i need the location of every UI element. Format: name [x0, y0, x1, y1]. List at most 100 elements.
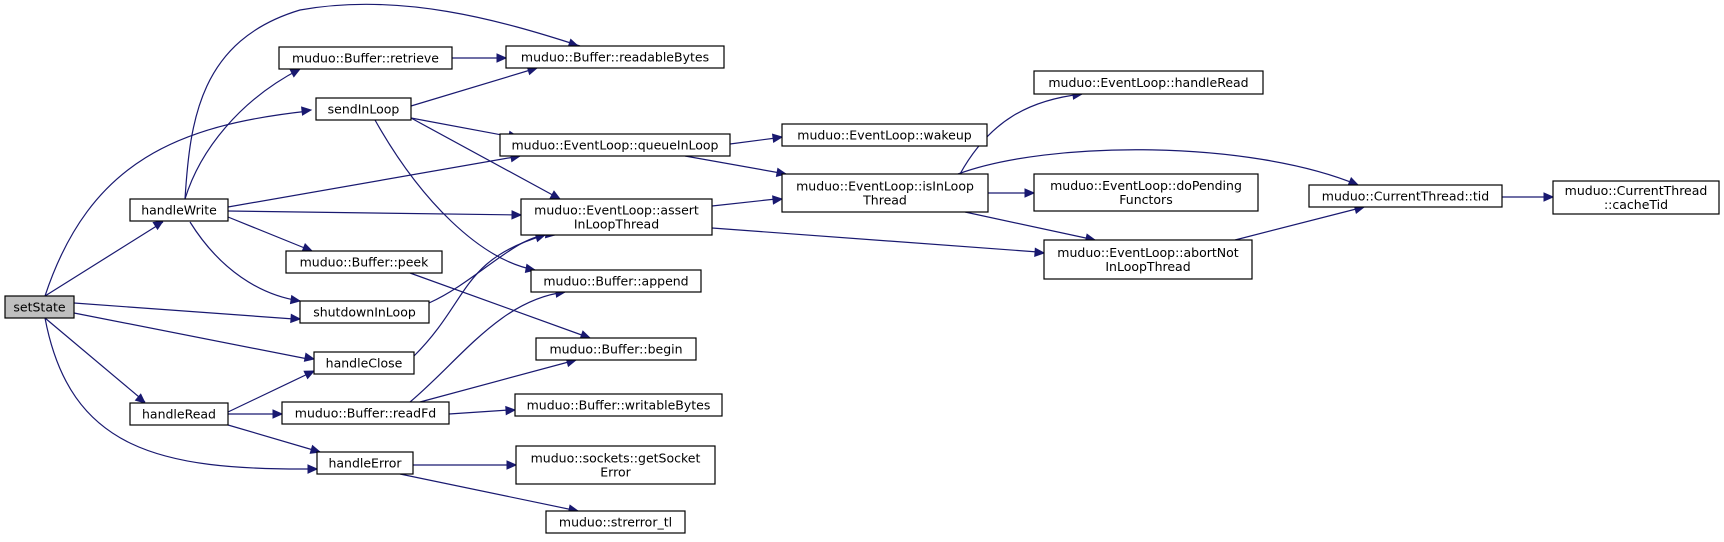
edge-handleError-to-getSocketError [413, 460, 518, 470]
node-append[interactable]: muduo::Buffer::append [530, 269, 702, 293]
node-label: Error [600, 465, 631, 480]
edge-handleRead-to-handleClose [227, 370, 316, 413]
edge-line [957, 149, 1359, 186]
edge-line [959, 93, 1083, 175]
arrow-head [134, 393, 146, 404]
edge-line [413, 234, 546, 357]
edge-setState-to-handleWrite [44, 106, 313, 297]
node-box [520, 198, 713, 236]
edge-sendInLoop-to-assertInLoopThread [410, 117, 562, 200]
node-label: muduo::Buffer::begin [549, 342, 682, 357]
edge-line [184, 3, 581, 200]
edge-setState-to-handleError [44, 317, 319, 474]
node-label: Functors [1119, 192, 1172, 207]
node-peek[interactable]: muduo::Buffer::peek [285, 250, 443, 274]
arrow-head [496, 53, 508, 63]
node-handleRead[interactable]: handleRead [129, 402, 229, 426]
edge-line [419, 359, 577, 403]
node-label: InLoopThread [1105, 259, 1190, 274]
node-retrieve[interactable]: muduo::Buffer::retrieve [278, 46, 453, 70]
edge-handleWrite-to-shutdownInLoop [189, 221, 302, 305]
node-box [285, 250, 443, 274]
edge-tid-to-cacheTid [1502, 192, 1555, 202]
edge-line [399, 473, 579, 512]
node-label: muduo::EventLoop::wakeup [797, 128, 972, 143]
node-label: InLoopThread [574, 217, 659, 232]
arrow-head [152, 220, 165, 231]
node-readFd[interactable]: muduo::Buffer::readFd [281, 401, 450, 425]
edge-handleClose-to-assertInLoopThread [413, 233, 547, 357]
node-tid[interactable]: muduo::CurrentThread::tid [1308, 184, 1503, 208]
edge-line [44, 110, 310, 297]
arrow-head [511, 210, 523, 220]
edge-queueInLoop-to-isInLoopThread [684, 155, 788, 178]
node-begin[interactable]: muduo::Buffer::begin [535, 337, 697, 361]
node-strerror_tl[interactable]: muduo::strerror_tl [545, 510, 686, 534]
edge-line [711, 198, 777, 207]
node-handleWrite[interactable]: handleWrite [129, 198, 229, 222]
node-box [530, 269, 702, 293]
node-label: muduo::EventLoop::queueInLoop [512, 138, 719, 153]
node-queueInLoop[interactable]: muduo::EventLoop::queueInLoop [499, 133, 731, 157]
node-label: muduo::CurrentThread::tid [1322, 189, 1489, 204]
node-label: muduo::Buffer::writableBytes [527, 398, 711, 413]
node-label: setState [13, 300, 66, 315]
node-label: handleRead [142, 407, 216, 422]
edge-handleWrite-to-queueInLoop [227, 152, 522, 208]
edges-layer [44, 3, 1555, 514]
arrow-head [506, 460, 518, 470]
edge-line [410, 117, 561, 200]
edge-handleWrite-to-assertInLoopThread [227, 210, 523, 220]
node-label: muduo::Buffer::retrieve [292, 51, 439, 66]
node-wakeup[interactable]: muduo::EventLoop::wakeup [781, 123, 988, 147]
node-box [514, 393, 723, 417]
edge-line [711, 227, 1039, 253]
arrow-head [549, 190, 562, 200]
node-label: muduo::EventLoop::handleRead [1048, 75, 1248, 90]
node-box [781, 123, 988, 147]
node-setState[interactable]: setState [4, 295, 75, 319]
node-label: Thread [862, 193, 907, 208]
node-box [315, 97, 412, 121]
node-label: muduo::EventLoop::doPending [1050, 178, 1242, 193]
edge-line [684, 155, 787, 175]
edge-isInLoopThread-to-abortNotInLoopThread [964, 211, 1097, 243]
node-handleClose[interactable]: handleClose [313, 351, 415, 375]
edge-queueInLoop-to-wakeup [729, 133, 784, 145]
node-handleReadEL[interactable]: muduo::EventLoop::handleRead [1033, 70, 1264, 95]
arrow-head [290, 313, 302, 324]
edge-handleWrite-to-retrieve [184, 68, 302, 200]
node-readableBytes[interactable]: muduo::Buffer::readableBytes [505, 45, 725, 69]
edge-line [428, 234, 556, 304]
arrow-head [303, 352, 316, 362]
node-cacheTid[interactable]: muduo::CurrentThread::cacheTid [1552, 180, 1720, 215]
node-handleError[interactable]: handleError [316, 451, 414, 475]
edge-line [184, 68, 301, 200]
node-sendInLoop[interactable]: sendInLoop [315, 97, 412, 121]
edge-line [227, 155, 521, 208]
arrow-head [1024, 188, 1036, 198]
node-writableBytes[interactable]: muduo::Buffer::writableBytes [514, 393, 723, 417]
node-box [515, 445, 716, 485]
edge-handleRead-to-handleError [227, 424, 322, 454]
arrow-head [303, 370, 316, 380]
node-label: shutdownInLoop [313, 305, 416, 320]
arrow-head [309, 444, 322, 454]
node-label: handleError [328, 456, 402, 471]
edge-assertInLoopThread-to-isInLoopThread [711, 195, 784, 207]
node-box [1033, 173, 1259, 212]
arrow-head [272, 409, 284, 419]
node-label: muduo::Buffer::readableBytes [521, 50, 709, 65]
node-box [129, 198, 229, 222]
edge-handleRead-to-readFd [228, 409, 284, 419]
node-label: handleClose [326, 356, 403, 371]
node-shutdownInLoop[interactable]: shutdownInLoop [299, 300, 430, 324]
node-box [535, 337, 697, 361]
